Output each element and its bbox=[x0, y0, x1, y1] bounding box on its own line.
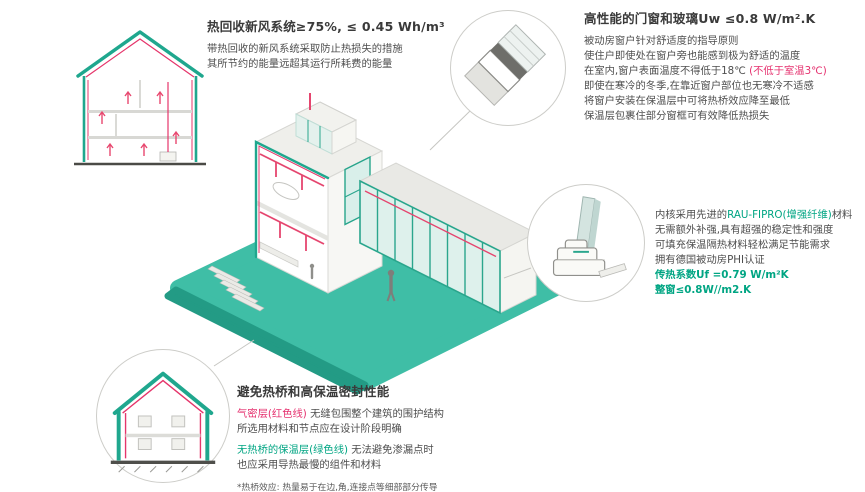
windows-line: 即使在寒冷的冬季,在靠近窗户部位也无寒冷不适感 bbox=[584, 80, 814, 92]
thermal-line: 也应采用导热最慢的组件和材料 bbox=[237, 459, 382, 471]
thermal-bridge-section: 避免热桥和高保温密封性能 气密层(红色线) 无缝包围整个建筑的围护结构 所选用材… bbox=[237, 381, 444, 492]
windows-temp-highlight: (不低于室温3℃) bbox=[749, 65, 827, 77]
window-corner-detail-circle bbox=[450, 10, 566, 126]
windows-line: 保温层包裹住部分窗框可有效降低热损失 bbox=[584, 110, 770, 122]
heat-recovery-section: 热回收新风系统≥75%, ≤ 0.45 Wh/m³ 带热回收的新风系统采取防止热… bbox=[207, 16, 445, 72]
profile-line1-highlight: RAU-FIPRO(增强纤维) bbox=[727, 209, 832, 221]
windows-temp-line: 在室内,窗户表面温度不得低于18℃ (不低于室温3℃) bbox=[584, 64, 827, 79]
profile-line: 内核采用先进的RAU-FIPRO(增强纤维)材料 bbox=[655, 208, 852, 223]
windows-title: 高性能的门窗和玻璃Uw ≤0.8 W/m².K bbox=[584, 11, 816, 26]
profile-line: 无需额外补强,具有超强的稳定性和强度 bbox=[655, 224, 834, 236]
windows-line: 将窗户安装在保温层中可将热桥效应降至最低 bbox=[584, 95, 790, 107]
thermal-title: 避免热桥和高保温密封性能 bbox=[237, 384, 390, 399]
bathtub bbox=[272, 182, 300, 200]
profile-line1-prefix: 内核采用先进的 bbox=[655, 209, 728, 221]
kitchen-counter bbox=[259, 241, 299, 268]
heat-recovery-line: 其所节约的能量远超其运行所耗费的能量 bbox=[207, 58, 393, 70]
airtight-label: 气密层(红色线) bbox=[237, 408, 307, 420]
profile-line: 拥有德国被动房PHI认证 bbox=[655, 254, 765, 266]
profile-metric: 整窗≤0.8W//m2.K bbox=[655, 284, 752, 296]
ventilation-unit bbox=[159, 82, 177, 162]
insulation-rest: 无法避免渗漏点时 bbox=[348, 444, 434, 456]
airtight-rest: 无缝包围整个建筑的围护结构 bbox=[306, 408, 444, 420]
ventilation-ducts bbox=[259, 153, 325, 251]
windows-line: 被动房窗户针对舒适度的指导原则 bbox=[584, 35, 739, 47]
thermal-line: 所选用材料和节点应在设计阶段明确 bbox=[237, 423, 402, 435]
windows-line: 使住户即使处在窗户旁也能感到极为舒适的温度 bbox=[584, 50, 801, 62]
windows-section: 高性能的门窗和玻璃Uw ≤0.8 W/m².K 被动房窗户针对舒适度的指导原则 … bbox=[584, 8, 827, 124]
house-cross-section-ventilation-illustration bbox=[74, 30, 206, 166]
house-outline bbox=[74, 30, 206, 166]
section-windows bbox=[137, 415, 186, 450]
profile-line: 可填充保温隔热材料轻松满足节能需求 bbox=[655, 239, 831, 251]
main-building bbox=[254, 93, 384, 294]
person-figure bbox=[386, 269, 396, 302]
heat-recovery-line: 带热回收的新风系统采取防止热损失的措施 bbox=[207, 43, 403, 55]
ground-hatch bbox=[118, 465, 204, 473]
window-profile-drawing bbox=[552, 196, 627, 278]
profile-line1-suffix: 材料 bbox=[831, 209, 853, 221]
interior-person bbox=[309, 263, 315, 280]
garden-stairs bbox=[207, 265, 265, 312]
roof-penthouse bbox=[294, 93, 358, 155]
airtight-red-line bbox=[258, 145, 326, 253]
airflow-arrows bbox=[98, 90, 180, 156]
window-profile-circle bbox=[527, 184, 645, 302]
insulation-line: 无热桥的保温层(绿色线) 无法避免渗漏点时 bbox=[237, 443, 444, 458]
airtight-line: 气密层(红色线) 无缝包围整个建筑的围护结构 bbox=[237, 407, 444, 422]
glass-mullions bbox=[376, 189, 484, 305]
house-insulation-drawing bbox=[110, 371, 216, 473]
isometric-passive-house-illustration bbox=[164, 93, 564, 395]
window-corner-drawing bbox=[464, 24, 547, 107]
wing-duct bbox=[364, 190, 497, 258]
insulation-section-circle bbox=[96, 349, 230, 483]
insulation-green-line bbox=[254, 140, 330, 259]
profile-metric: 传热系数Uf =0.79 W/m²K bbox=[655, 269, 789, 281]
thermal-footnote: *热桥效应: 热量易于在边,角,连接点等细部部分传导 bbox=[237, 483, 438, 492]
profile-section: 内核采用先进的RAU-FIPRO(增强纤维)材料 无需额外补强,具有超强的稳定性… bbox=[655, 208, 852, 298]
heat-recovery-title: 热回收新风系统≥75%, ≤ 0.45 Wh/m³ bbox=[207, 19, 445, 34]
windows-temp-prefix: 在室内,窗户表面温度不得低于18℃ bbox=[584, 65, 750, 77]
insulation-label: 无热桥的保温层(绿色线) bbox=[237, 444, 349, 456]
